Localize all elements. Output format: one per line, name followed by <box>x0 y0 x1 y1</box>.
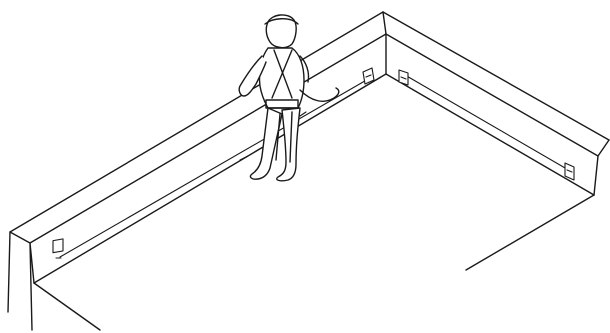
roof-structure <box>8 12 609 330</box>
parapet-left-outer-top <box>10 12 383 232</box>
parapet-right-outer-top <box>383 12 609 140</box>
parapet-left-inner-top <box>30 34 386 243</box>
roof-anchor-icon <box>53 239 63 258</box>
lanyard-icon <box>300 88 339 101</box>
lifeline-cable-icon-left <box>60 78 370 257</box>
lifeline-cable <box>60 75 572 257</box>
parapet-right-endcap <box>594 140 609 195</box>
lifeline-cable-icon-right <box>405 75 572 172</box>
parapet-right-inner-top <box>386 34 598 156</box>
deck-right-edge <box>466 195 594 270</box>
parapet-right-base <box>386 74 594 195</box>
parapet-corner <box>383 12 386 74</box>
parapet-left-endcap <box>8 232 34 330</box>
roof-anchor-icon <box>565 163 574 180</box>
roof-anchor-icon <box>399 70 408 85</box>
worker-torso <box>259 48 304 108</box>
parapet-left-base <box>34 74 386 283</box>
person-harness-icon <box>239 15 339 181</box>
deck-front-edge <box>34 283 100 330</box>
